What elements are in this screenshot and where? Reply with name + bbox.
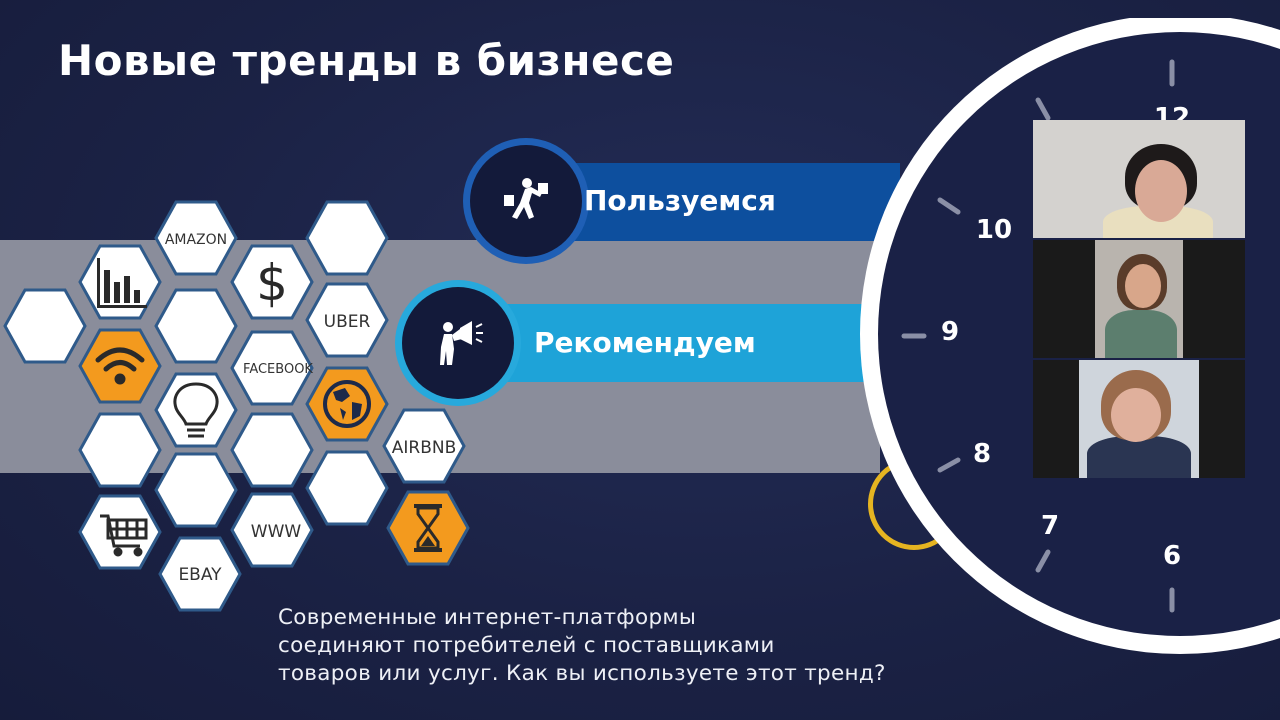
participant-1-face (1135, 160, 1187, 222)
hex-blank-5 (230, 412, 314, 488)
hex-blank-4 (78, 412, 162, 488)
megaphone-person-icon (440, 321, 483, 365)
shopping-person-icon (504, 178, 548, 219)
dollar-icon: $ (256, 254, 288, 312)
hexagon-cluster: AMAZON UBER FACEBOOK AIRBNB WWW EBAY $ (0, 0, 480, 620)
clock-number-8: 8 (973, 439, 991, 469)
banner-recommend-bar (452, 304, 872, 382)
clock-number-6: 6 (1163, 541, 1181, 571)
hex-label-www: WWW (251, 522, 302, 542)
caption-line-1: Современные интернет-платформы (278, 605, 697, 630)
video-tile-participant-2[interactable] (1033, 240, 1245, 358)
participant-2-face (1125, 264, 1161, 308)
lightbulb-icon (173, 382, 219, 438)
participant-3-face (1111, 388, 1161, 442)
hex-label-amazon: AMAZON (165, 232, 227, 248)
globe-icon (323, 380, 371, 428)
caption-line-2: соединяют потребителей с поставщиками (278, 633, 775, 658)
banner-recommend-circle (402, 287, 514, 399)
hex-blank-6 (154, 452, 238, 528)
clock-number-10: 10 (976, 215, 1012, 245)
hex-label-facebook: FACEBOOK (243, 362, 313, 377)
hex-globe (305, 366, 389, 442)
hex-blank-1 (305, 200, 389, 276)
slide-caption: Современные интернет-платформы соединяют… (278, 604, 886, 688)
hourglass-icon (414, 504, 442, 552)
banner-use-label: Пользуемся (584, 184, 776, 217)
caption-line-3: товаров или услуг. Как вы используете эт… (278, 661, 886, 686)
clock-number-9: 9 (941, 317, 959, 347)
hex-label-ebay: EBAY (178, 565, 222, 585)
hex-wifi (78, 328, 162, 404)
participant-2-body (1105, 310, 1177, 358)
video-call-panel (1033, 120, 1245, 478)
clock-ticks (901, 59, 1175, 613)
hex-blank-3 (154, 288, 238, 364)
bar-chart-icon (97, 258, 147, 308)
participant-3-body (1087, 436, 1191, 478)
banner-recommend-label: Рекомендуем (534, 326, 756, 359)
wifi-icon (95, 347, 145, 385)
slide-title: Новые тренды в бизнесе (58, 36, 675, 85)
hex-cart (78, 494, 162, 570)
hex-blank-7 (305, 450, 389, 526)
clock-number-7: 7 (1041, 511, 1059, 541)
video-tile-participant-3[interactable] (1033, 360, 1245, 478)
video-tile-participant-1[interactable] (1033, 120, 1245, 238)
hex-label-uber: UBER (324, 312, 371, 332)
banner-use-bar (520, 163, 900, 241)
banner-use-circle (470, 145, 582, 257)
hex-blank-2 (3, 288, 87, 364)
shopping-cart-icon (100, 514, 148, 557)
hex-label-airbnb: AIRBNB (392, 438, 457, 458)
hexagon-grid: AMAZON UBER FACEBOOK AIRBNB WWW EBAY $ (3, 200, 470, 612)
